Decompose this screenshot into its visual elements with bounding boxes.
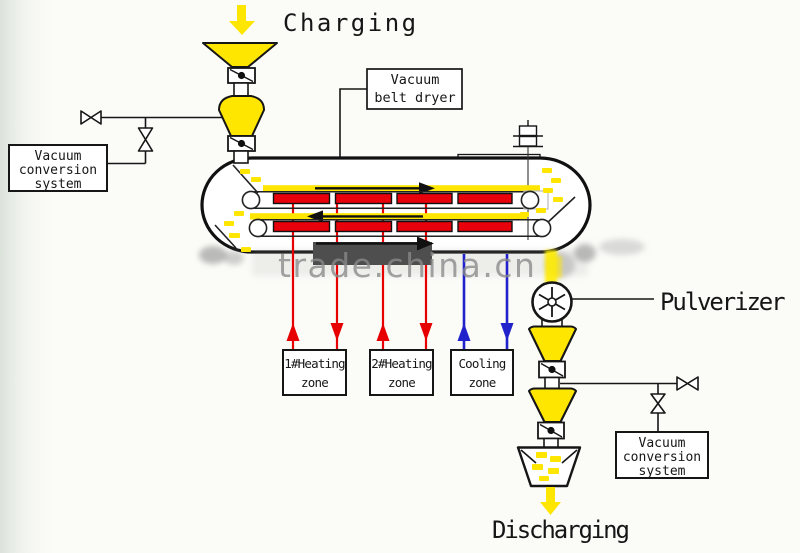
vacuum-left-line2: conversion (19, 163, 97, 178)
pulverizer-hopper-lower (527, 387, 578, 424)
belt-roller (520, 190, 540, 210)
charging-title: Charging (283, 9, 419, 37)
belt-roller (241, 190, 261, 210)
vacuum-right-line2: conversion (623, 450, 701, 465)
vacuum-left-line3: system (35, 177, 82, 192)
discharge-hopper (516, 446, 582, 488)
zone2-label-line1: 2#Heating (371, 356, 432, 371)
vacuum-piping-left (80, 110, 222, 165)
top-belt (241, 182, 549, 210)
shutoff-valve-icon (650, 393, 666, 414)
pulverizer-icon (531, 281, 573, 323)
discharging-flow-arrow (540, 487, 561, 515)
cooling-zone-box: Cooling zone (450, 349, 514, 396)
heater-plates-bottom (272, 220, 513, 233)
zone-line-arrowheads (286, 323, 514, 341)
material-particles (224, 168, 563, 252)
left-edge-tint (0, 0, 58, 553)
deflector-plates (214, 164, 576, 249)
zone1-label-line1: 1#Heating (284, 356, 345, 371)
falling-material-stream (545, 250, 562, 284)
material-particles (532, 452, 561, 481)
shutoff-valve-icon (137, 127, 154, 152)
pulverizer-hopper-upper (527, 325, 578, 363)
rotary-valve-pulverizer-1 (538, 360, 566, 379)
vessel-top-nozzle (513, 120, 543, 148)
dryer-label-line2: belt dryer (374, 90, 455, 106)
pulverizer-column: Pulverizer Discharg (492, 250, 787, 544)
heating-zone-2-box: 2#Heating zone (369, 349, 434, 396)
vent-valve-icon (80, 110, 102, 125)
dryer-label-leader-line (339, 88, 367, 160)
discharging-title: Discharging (492, 516, 628, 544)
heater-plates-top (272, 192, 513, 205)
vacuum-piping-right (560, 376, 699, 432)
pipe-neck (233, 82, 249, 98)
charging-flow-arrow (229, 5, 255, 35)
vacuum-right-line1: Vacuum (639, 436, 686, 451)
heating-zone-1-box: 1#Heating zone (282, 349, 347, 396)
belt-roller (248, 218, 268, 238)
zone3-label-line2: zone (469, 375, 496, 390)
collection-tray (313, 242, 432, 265)
bottom-belt (248, 210, 552, 238)
tray-direction-arrow (316, 236, 434, 251)
charging-hopper-cone (218, 95, 265, 137)
belt-roller (532, 218, 552, 238)
vent-valve-icon (676, 376, 699, 391)
pipe-neck (233, 150, 249, 164)
rotary-valve-charging-2 (227, 135, 256, 152)
watermark-text: trade.china.cn (278, 246, 536, 285)
dryer-label-line1: Vacuum (391, 72, 440, 88)
charging-funnel (202, 42, 278, 68)
rotary-valve-pulverizer-2 (537, 421, 565, 440)
vacuum-conversion-box-right: Vacuum conversion system (615, 431, 709, 479)
pulverizer-title: Pulverizer (660, 288, 785, 316)
zone2-label-line2: zone (388, 375, 415, 390)
zone1-label-line2: zone (301, 375, 328, 390)
charging-column: Charging (202, 5, 419, 164)
rotary-valve-charging-1 (227, 67, 256, 84)
vacuum-left-line1: Vacuum (35, 149, 82, 164)
vacuum-right-line3: system (639, 464, 686, 479)
vacuum-conversion-box-left: Vacuum conversion system (8, 144, 108, 192)
zone3-label-line1: Cooling (458, 356, 505, 371)
dryer-label-box: Vacuum belt dryer (339, 68, 463, 160)
